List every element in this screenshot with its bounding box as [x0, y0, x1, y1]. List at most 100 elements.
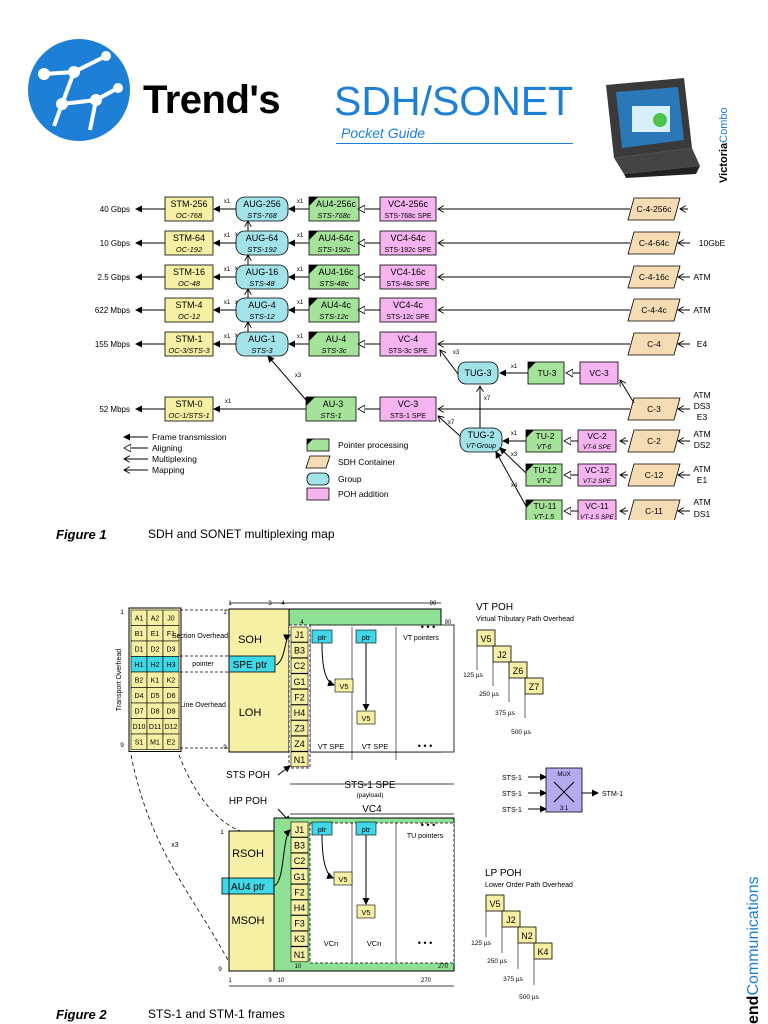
vt-poh-byte: J2: [497, 650, 507, 660]
multiplier-label: x1: [224, 267, 231, 273]
v5-label: V5: [339, 682, 348, 691]
svg-text:VictoriaCombo: VictoriaCombo: [718, 107, 730, 183]
container-label: C-4-256c: [637, 204, 673, 214]
mux-input-label: STS-1: [502, 775, 522, 782]
mux-cross-icon: [553, 781, 575, 803]
column-mark: 1: [228, 978, 232, 984]
aug-label: AUG-16: [246, 267, 279, 277]
legend-label: Group: [338, 474, 362, 484]
multiplier-label: x7: [448, 420, 455, 426]
aug-label: AUG-256: [243, 199, 281, 209]
vt-poh-byte-cell: [524, 677, 544, 695]
subtitle: Pocket Guide: [341, 125, 426, 141]
v5-label: V5: [361, 714, 370, 723]
pointer-processing-icon: [307, 439, 313, 445]
au-box: [308, 196, 360, 222]
au-label: AU4-16c: [318, 267, 354, 277]
tu-box: [525, 463, 563, 487]
pointer-processing-icon: [309, 298, 318, 307]
figure2-label: Figure 2: [56, 1007, 107, 1022]
column-mark: 270: [421, 978, 432, 984]
oc-label: OC-768: [176, 211, 203, 220]
lp-poh-byte-cell: [501, 910, 521, 928]
multiplexing-arrow: [438, 416, 461, 437]
legend-label: Mapping: [152, 465, 185, 475]
v5-cell: [356, 904, 376, 919]
tu-label: TU-11: [534, 501, 557, 511]
aug-label: AUG-64: [246, 233, 279, 243]
mux-box: [545, 767, 583, 813]
v5-cell: [356, 710, 376, 725]
pointer-processing-icon: [309, 265, 318, 274]
vt-group-label: VT-Group: [466, 443, 496, 450]
poh-byte: H4: [294, 708, 306, 718]
au-label: AU-4: [326, 334, 347, 344]
ptr-label: ptr: [318, 825, 327, 834]
dashed-curve: [178, 754, 242, 832]
legend-label: SDH Container: [338, 457, 395, 467]
legend-swatch: [306, 472, 330, 486]
vt-label: VT-6: [537, 444, 552, 451]
oc-label: OC-192: [176, 245, 203, 254]
toh-byte: H1: [135, 662, 144, 669]
vc-label: VC-3: [398, 399, 419, 409]
ptr-label: ptr: [362, 825, 371, 834]
sts1-spe-label: STS-1 SPE: [344, 780, 395, 791]
vt-spe-label: VT-2 SPE: [583, 478, 612, 485]
au4-ptr-label: AU4 ptr: [231, 882, 266, 893]
container-label: C-4: [647, 339, 661, 349]
multiplier-label: x1: [224, 300, 231, 306]
row-mark: 1: [223, 610, 227, 616]
poh-byte-cell: [290, 642, 309, 658]
spe-label: STS-3c SPE: [388, 348, 428, 355]
multiplexing-arrow: [440, 350, 459, 375]
poh-byte-cell: [290, 720, 309, 736]
vt-area: [309, 624, 455, 753]
client-label: ATM: [693, 390, 710, 400]
multiplier-label: x3: [171, 842, 179, 849]
hp-poh-byte-cell: [290, 821, 309, 838]
toh-cell: [162, 733, 180, 750]
soh-loh-block: [228, 608, 290, 753]
container-box: [628, 499, 681, 520]
sts-label: STS-192: [247, 245, 277, 254]
stm-label: STM-64: [173, 233, 205, 243]
lp-poh-byte: K4: [537, 947, 548, 957]
hp-poh-label: HP POH: [229, 796, 267, 807]
container-label: C-4-16c: [639, 272, 670, 282]
column-mark: 90: [430, 601, 437, 607]
container-label: C-4-64c: [639, 238, 670, 248]
figure1-caption-text: SDH and SONET multiplexing map: [148, 527, 335, 541]
container-box: [627, 463, 681, 487]
hp-poh-byte: K3: [294, 934, 305, 944]
hp-poh-byte: F2: [294, 887, 305, 897]
device-image: [606, 78, 700, 178]
dashed-curve: [130, 754, 230, 963]
hp-poh-byte: B3: [294, 841, 305, 851]
soh-label: SOH: [238, 634, 262, 646]
line-overhead-label: Line Overhead: [180, 702, 226, 709]
row-mark: 1: [120, 609, 124, 616]
column-mark: 1: [228, 601, 232, 607]
v5-cell: [333, 871, 353, 886]
ellipsis: • • •: [421, 622, 435, 632]
pointer-processing-icon: [528, 362, 536, 370]
poh-byte: C2: [294, 661, 306, 671]
vt-poh-byte: V5: [480, 634, 491, 644]
lp-poh-byte-cell: [533, 942, 553, 960]
sts-label: STS-12: [249, 312, 275, 321]
toh-byte: D11: [149, 724, 161, 731]
figure2-caption-text: STS-1 and STM-1 frames: [148, 1007, 285, 1021]
v5-label: V5: [338, 875, 347, 884]
hp-poh-byte: J1: [295, 825, 305, 835]
ellipsis: • • •: [418, 938, 432, 948]
vc-box: [379, 396, 437, 422]
vc-box: [379, 331, 437, 357]
multiplier-label: x1: [297, 334, 304, 340]
spe-ptr-label: SPE ptr: [233, 660, 268, 671]
payload-label: (payload): [356, 792, 383, 799]
toh-byte: F1: [167, 631, 175, 638]
hp-poh-byte: C2: [294, 856, 306, 866]
mux-label: MUX: [557, 772, 570, 778]
sts-label: STS-48c: [319, 279, 348, 288]
